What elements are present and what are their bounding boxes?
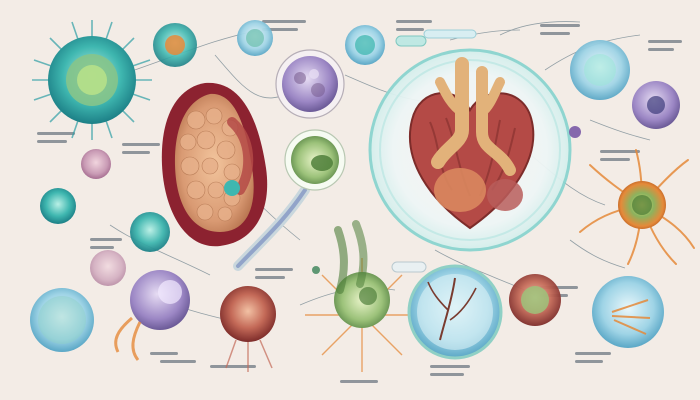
- small-cell-icons-top: [153, 20, 680, 129]
- orange-red-cell-icon: [509, 274, 561, 326]
- purple-cell-icon: [114, 270, 190, 361]
- green-bubble-cell-icon: [284, 129, 346, 191]
- blue-sphere-icon: [30, 288, 94, 352]
- blue-spiked-sphere-icon: [592, 276, 664, 348]
- teal-virus-icon: [32, 20, 152, 140]
- green-segmented-structures-icon: [334, 220, 368, 294]
- liver-icon: [161, 82, 268, 247]
- connector-tube-inner: [236, 188, 307, 268]
- neuron-cell-icon: [579, 149, 695, 265]
- microscope-slide-icon: [407, 264, 503, 360]
- purple-tissue-icon: [275, 49, 345, 119]
- heart-icon: [368, 48, 572, 252]
- label-marks: [37, 20, 682, 383]
- small-cell-icons-right: [312, 126, 581, 274]
- small-cell-icons-left: [40, 149, 170, 286]
- lab-tube-icons: [391, 29, 477, 273]
- green-spiky-cell-icon: [305, 258, 419, 372]
- red-cell-icon: [220, 286, 276, 372]
